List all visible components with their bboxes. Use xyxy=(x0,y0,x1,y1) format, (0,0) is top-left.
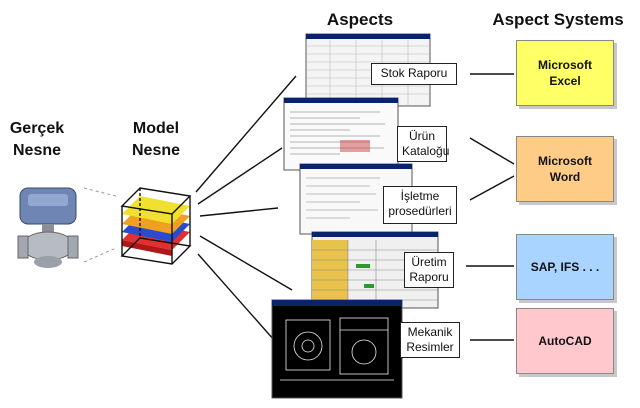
model-to-aspects-lines xyxy=(195,75,297,341)
aspect-label-mekanik-resimler: Mekanik Resimler xyxy=(400,322,460,358)
aspect-systems-heading: Aspect Systems xyxy=(492,10,624,29)
gercek-nesne-line-1: Gerçek xyxy=(9,120,65,137)
mekanik-line-2: Resimler xyxy=(406,340,454,354)
aspects-heading: Aspects xyxy=(326,10,394,29)
aspect-label-isletme-prosedurleri: İşletme prosedürleri xyxy=(383,186,457,224)
excel-line-2: Excel xyxy=(549,74,581,88)
system-box-microsoft-word: Microsoft Word xyxy=(516,136,614,202)
excel-line-1: Microsoft xyxy=(538,58,592,72)
word-line-1: Microsoft xyxy=(538,154,592,168)
valve-actuator-icon xyxy=(17,187,79,268)
model-nesne-heading: Model Nesne xyxy=(116,118,196,162)
aspect-label-uretim-raporu: Üretim Raporu xyxy=(404,252,454,288)
urun-katalogu-screenshot xyxy=(283,97,399,171)
aspect-label-stok-raporu: Stok Raporu xyxy=(371,63,457,85)
system-box-autocad: AutoCAD xyxy=(516,308,614,374)
aspects-to-systems-lines xyxy=(466,73,515,341)
real-to-model-connector-top xyxy=(83,187,117,197)
isletme-line-1: İşletme xyxy=(400,189,440,203)
sap-label: SAP, IFS . . . xyxy=(530,260,600,274)
urun-line-2: Kataloğu xyxy=(402,144,450,158)
system-box-microsoft-excel: Microsoft Excel xyxy=(516,40,614,106)
uretim-line-2: Raporu xyxy=(409,270,449,284)
line-to-uretim xyxy=(199,235,293,291)
line-to-isletme xyxy=(199,207,279,217)
layered-cube-icon xyxy=(120,187,192,265)
mekanik-resimler-screenshot xyxy=(271,299,403,399)
word-line-2: Word xyxy=(549,170,581,184)
isletme-line-2: prosedürleri xyxy=(388,204,452,218)
line-to-urun xyxy=(197,147,283,205)
gercek-nesne-line-2: Nesne xyxy=(12,142,62,159)
gercek-nesne-heading: Gerçek Nesne xyxy=(0,118,74,162)
real-to-model-connector-bottom xyxy=(83,247,117,263)
line-urun-word xyxy=(469,137,515,165)
autocad-label: AutoCAD xyxy=(538,334,592,348)
line-isletme-word xyxy=(469,175,515,201)
aspect-label-urun-katalogu: Ürün Kataloğu xyxy=(397,126,450,162)
mekanik-line-1: Mekanik xyxy=(407,325,453,339)
model-nesne-line-1: Model xyxy=(132,120,180,137)
line-to-mekanik xyxy=(197,253,275,341)
urun-line-1: Ürün xyxy=(408,129,435,143)
uretim-line-1: Üretim xyxy=(411,255,447,269)
model-nesne-line-2: Nesne xyxy=(131,142,181,159)
line-to-stok xyxy=(195,75,297,193)
system-box-sap-ifs: SAP, IFS . . . xyxy=(516,234,614,300)
